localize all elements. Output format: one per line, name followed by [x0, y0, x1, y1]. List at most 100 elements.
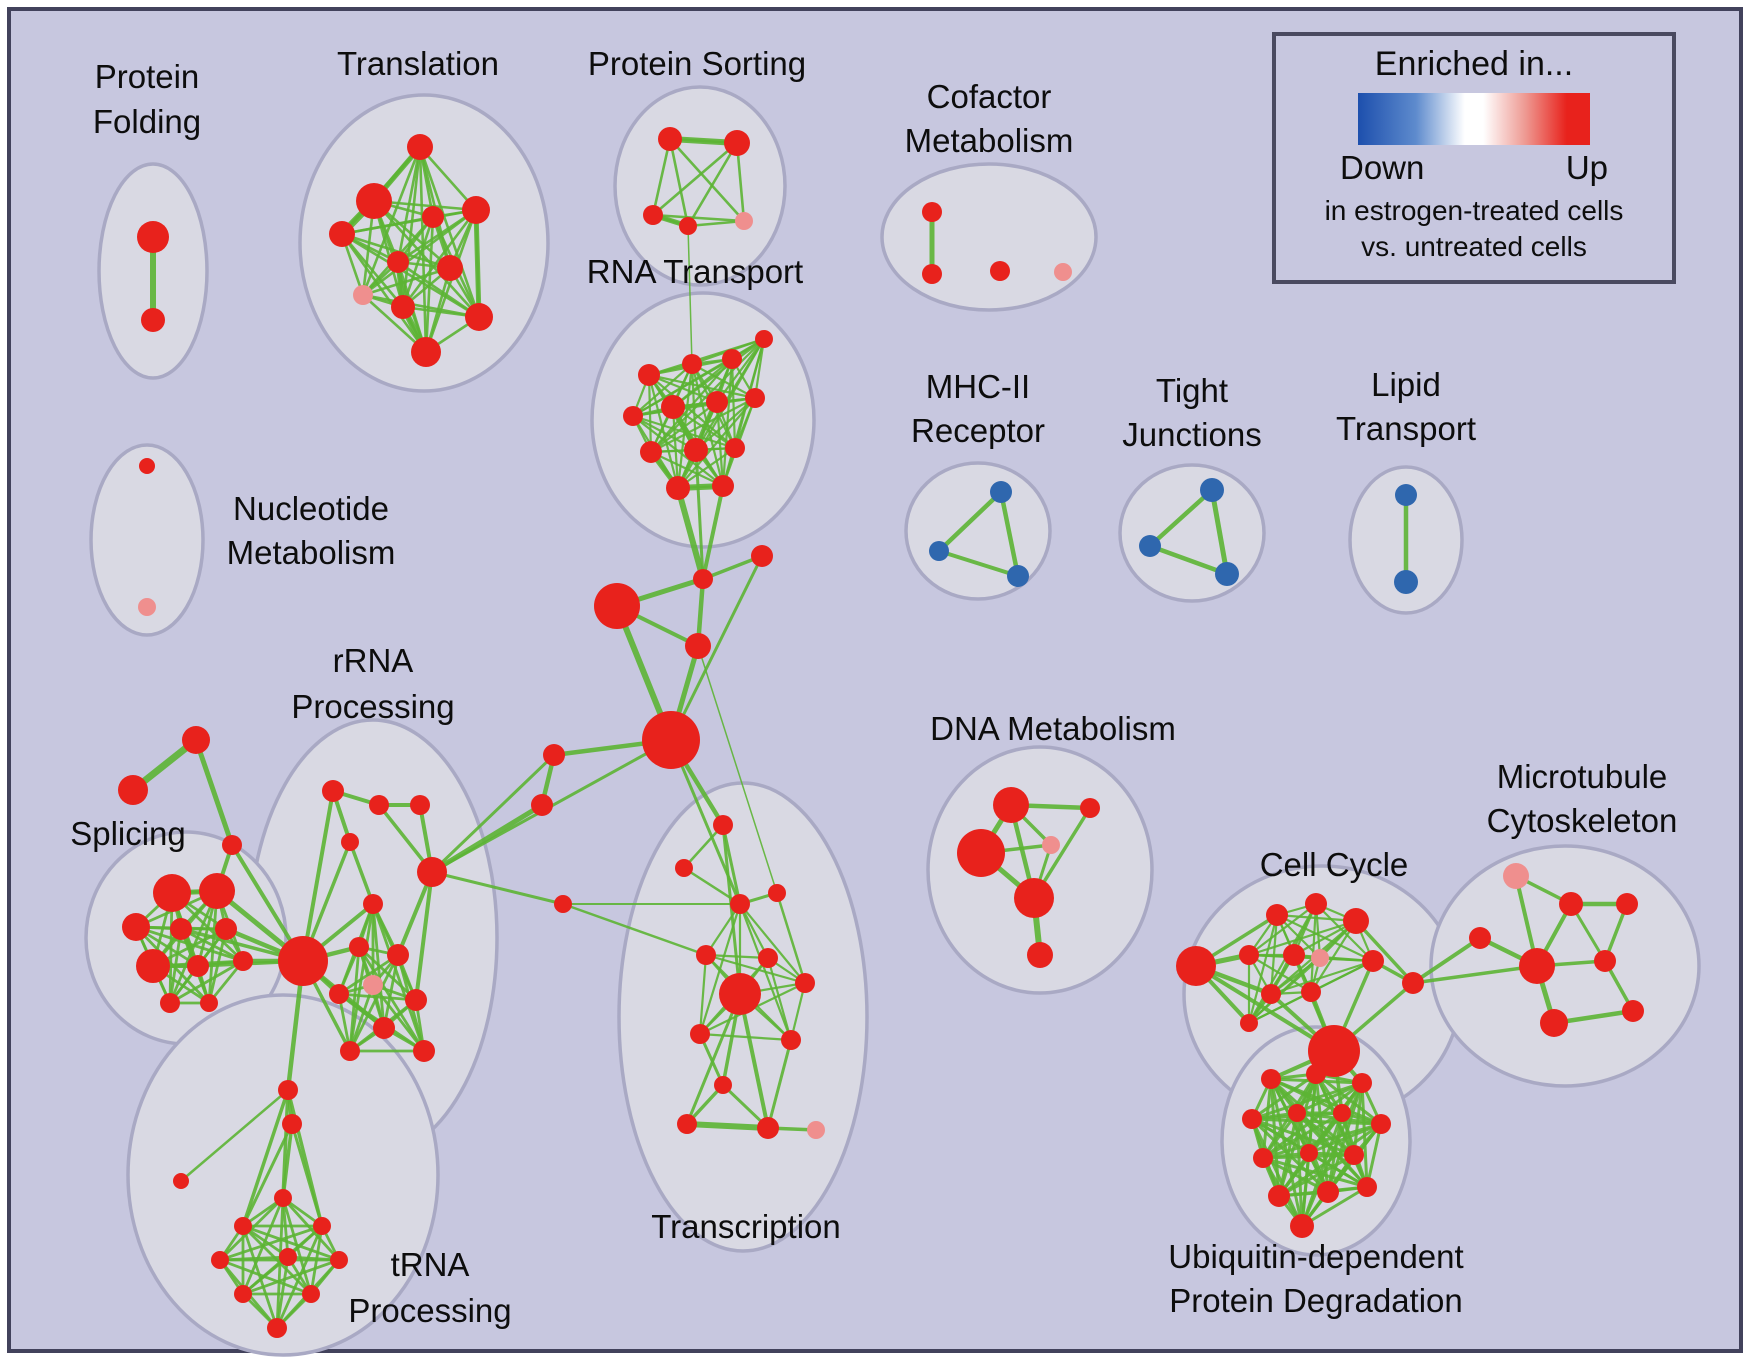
cluster-label-nucleotide-metabolism: Metabolism	[227, 534, 396, 571]
node-s7	[187, 955, 209, 977]
node-j1	[1200, 478, 1224, 502]
cluster-label-nucleotide-metabolism: Nucleotide	[233, 490, 389, 527]
edge-s4-s8	[179, 927, 245, 963]
cluster-ellipse-nucleotide-metabolism	[89, 443, 205, 637]
edge-x1-x3	[721, 823, 742, 906]
node-u2	[1306, 1064, 1326, 1084]
node-r11	[725, 438, 745, 458]
node-t5	[462, 196, 490, 224]
edge-r10-b1	[694, 448, 705, 581]
node-q8	[349, 937, 369, 957]
node-q12	[405, 989, 427, 1011]
edge-t5-t9	[401, 208, 478, 309]
node-n11	[267, 1318, 287, 1338]
node-c9	[1261, 984, 1281, 1004]
legend-endpoints: Down Up	[1340, 149, 1608, 187]
node-u9	[1300, 1144, 1318, 1162]
node-x1	[713, 815, 733, 835]
node-x3	[730, 894, 750, 914]
edge-t1-t10	[418, 145, 481, 319]
edge-x3-x5	[704, 902, 742, 957]
node-q2	[369, 795, 389, 815]
legend-subtitle-line1: in estrogen-treated cells	[1324, 194, 1624, 226]
node-m8	[1540, 1009, 1568, 1037]
cluster-label-ubiquitin-degradation: Ubiquitin-dependent	[1168, 1238, 1463, 1275]
edge-n1-n3	[281, 1122, 294, 1200]
edge-t3-t7	[340, 232, 452, 270]
edge-x4-x8	[775, 891, 807, 985]
node-u14	[1290, 1214, 1314, 1238]
edge-q9-q14	[348, 953, 400, 1053]
node-x2	[675, 859, 693, 877]
node-u7	[1371, 1114, 1391, 1134]
edge-u4-u14	[1250, 1117, 1304, 1228]
edge-x3-x8	[738, 902, 807, 985]
node-u8	[1253, 1148, 1273, 1168]
edge-t1-t5	[418, 145, 478, 212]
node-d5	[1014, 878, 1054, 918]
node-t6	[387, 251, 409, 273]
node-l1	[1395, 484, 1417, 506]
node-n8	[330, 1251, 348, 1269]
node-q1	[322, 780, 344, 802]
node-r6	[661, 395, 685, 419]
node-r12	[666, 476, 690, 500]
edge-x1-x7	[721, 823, 742, 996]
node-u6	[1333, 1104, 1351, 1122]
edge-u8-u13	[1261, 1156, 1369, 1189]
edge-n8-n9	[241, 1258, 341, 1296]
node-s5	[215, 918, 237, 940]
edge-c5-c10	[1247, 953, 1313, 994]
edge-j1-j2	[1147, 487, 1215, 549]
node-t3	[329, 221, 355, 247]
node-m4	[1469, 927, 1491, 949]
node-x10	[781, 1030, 801, 1050]
edge-u10-u11	[1277, 1153, 1356, 1198]
cluster-label-cell-cycle: Cell Cycle	[1260, 846, 1409, 883]
edge-c11-c4	[1354, 919, 1415, 985]
edge-u7-u11	[1277, 1122, 1383, 1198]
cluster-label-protein-folding: Folding	[93, 103, 201, 140]
cluster-label-trna-processing: Processing	[348, 1292, 511, 1329]
node-n1	[282, 1114, 302, 1134]
node-s6	[136, 949, 170, 983]
edge-u2-u4	[1250, 1072, 1318, 1121]
node-r8	[745, 388, 765, 408]
node-c12	[1308, 1025, 1360, 1077]
cluster-label-mhc-ii-receptor: MHC-II	[926, 368, 1030, 405]
node-m2	[1559, 892, 1583, 916]
cluster-ellipse-cofactor-metabolism	[880, 162, 1098, 312]
node-q14	[340, 1041, 360, 1061]
node-x6	[758, 948, 778, 968]
node-q4	[341, 833, 359, 851]
edge-h1-h3	[998, 489, 1021, 579]
cluster-ellipse-tight-junctions	[1118, 463, 1266, 603]
edge-r12-b1	[675, 485, 706, 582]
node-b6	[543, 744, 565, 766]
node-c5	[1239, 945, 1259, 965]
edge-c1-c12	[1194, 964, 1336, 1053]
node-x13	[757, 1117, 779, 1139]
edge-p1-p4	[668, 137, 690, 228]
edge-c3-c5	[1247, 902, 1318, 957]
node-c6	[1283, 944, 1305, 966]
node-p3	[643, 205, 663, 225]
edge-r8-r12	[676, 396, 757, 490]
edge-c3-c13	[1247, 902, 1318, 1025]
edge-t7-t8	[361, 266, 452, 297]
edge-t5-t10	[473, 207, 482, 320]
node-x9	[690, 1024, 710, 1044]
node-t4	[422, 206, 444, 228]
node-p2	[724, 130, 750, 156]
node-t2	[356, 183, 392, 219]
edge-p4-r2	[687, 225, 693, 365]
edge-b3-x4	[697, 645, 778, 894]
edge-r6-r12	[671, 405, 680, 490]
edge-x5-x8	[704, 953, 807, 985]
legend-down-label: Down	[1340, 148, 1425, 186]
edge-c2-c13	[1247, 913, 1279, 1025]
cluster-label-rrna-processing: rRNA	[333, 642, 414, 679]
node-s2	[199, 873, 235, 909]
edge-n1-n5	[290, 1122, 324, 1228]
edge-t5-t8	[361, 208, 478, 297]
